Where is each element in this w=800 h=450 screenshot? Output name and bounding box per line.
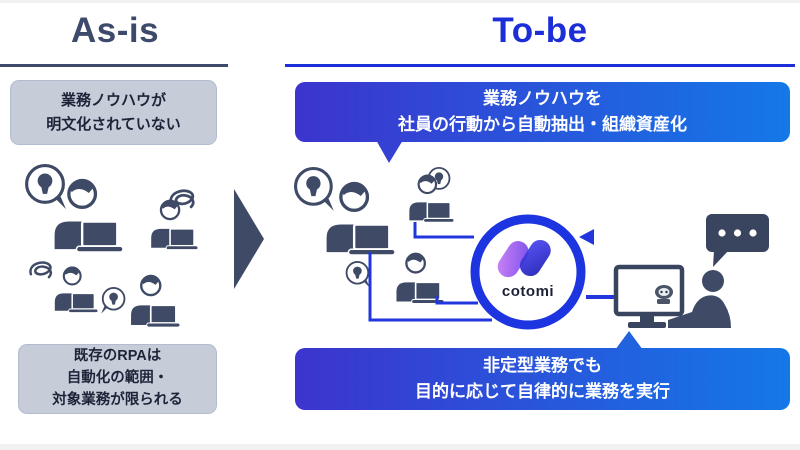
asis-problem-top-line2: 明文化されていない xyxy=(46,115,181,133)
asis-title: As-is xyxy=(70,11,160,50)
idea-bubble-icon xyxy=(426,166,451,194)
flow-arrow-icon xyxy=(579,229,703,245)
chat-bubble-icon xyxy=(706,214,769,267)
tobe-benefit-top-line2: 社員の行動から自動抽出・組織資産化 xyxy=(398,115,687,134)
tobe-benefit-bottom-line2: 目的に応じて自律的に業務を実行 xyxy=(415,382,670,401)
flow-line xyxy=(435,296,478,305)
worker-laptop-icon xyxy=(52,177,125,254)
confusion-scribble-icon xyxy=(169,189,195,209)
flow-line xyxy=(368,252,492,322)
asis-problem-bottom-line3: 対象業務が限られる xyxy=(52,391,183,408)
monitor-ai-icon xyxy=(613,264,685,328)
ai-robot-icon xyxy=(655,285,673,304)
idea-bubble-icon xyxy=(100,286,126,315)
top-box-tail xyxy=(376,140,403,163)
tobe-benefit-box-top: 業務ノウハウを 社員の行動から自動抽出・組織資産化 xyxy=(295,82,790,142)
idea-bubble-icon xyxy=(25,163,68,211)
cotomi-product-name: cotomi xyxy=(501,283,555,300)
asis-problem-top-line1: 業務ノウハウが xyxy=(60,92,166,110)
tobe-worker-group xyxy=(294,166,456,305)
top-edge-strip xyxy=(0,0,800,3)
asis-problem-bottom-line1: 既存のRPAは xyxy=(73,348,162,365)
worker-laptop-icon xyxy=(53,265,100,314)
idea-bubble-icon xyxy=(345,260,371,289)
worker-laptop-icon xyxy=(408,173,456,224)
worker-laptop-icon xyxy=(150,198,200,251)
cotomi-logo-icon xyxy=(470,214,586,330)
idea-bubble-icon xyxy=(294,166,336,213)
transform-arrow-icon xyxy=(234,189,264,289)
tobe-benefit-box-bottom: 非定型業務でも 目的に応じて自律的に業務を実行 xyxy=(295,348,790,410)
confusion-scribble-icon xyxy=(29,261,53,279)
asis-problem-bottom-line2: 自動化の範囲・ xyxy=(66,370,169,387)
tobe-title: To-be xyxy=(492,11,588,50)
worker-laptop-icon xyxy=(324,180,397,257)
tobe-title-underline xyxy=(285,64,795,67)
tobe-benefit-bottom-line1: 非定型業務でも xyxy=(483,355,602,375)
tobe-benefit-top-line1: 業務ノウハウを xyxy=(483,88,602,108)
asis-title-underline xyxy=(0,64,228,67)
seated-user-icon xyxy=(668,270,731,328)
asis-worker-group xyxy=(25,163,200,329)
asis-problem-box-bottom: 既存のRPAは 自動化の範囲・ 対象業務が限られる xyxy=(18,344,217,414)
worker-laptop-icon xyxy=(395,251,446,305)
flow-line xyxy=(413,222,474,239)
worker-laptop-icon xyxy=(129,273,182,329)
bottom-edge-strip xyxy=(0,444,800,450)
asis-problem-box-top: 業務ノウハウが 明文化されていない xyxy=(10,80,217,145)
flow-connector-lines xyxy=(368,222,492,322)
flow-arrow-icon xyxy=(586,289,655,305)
